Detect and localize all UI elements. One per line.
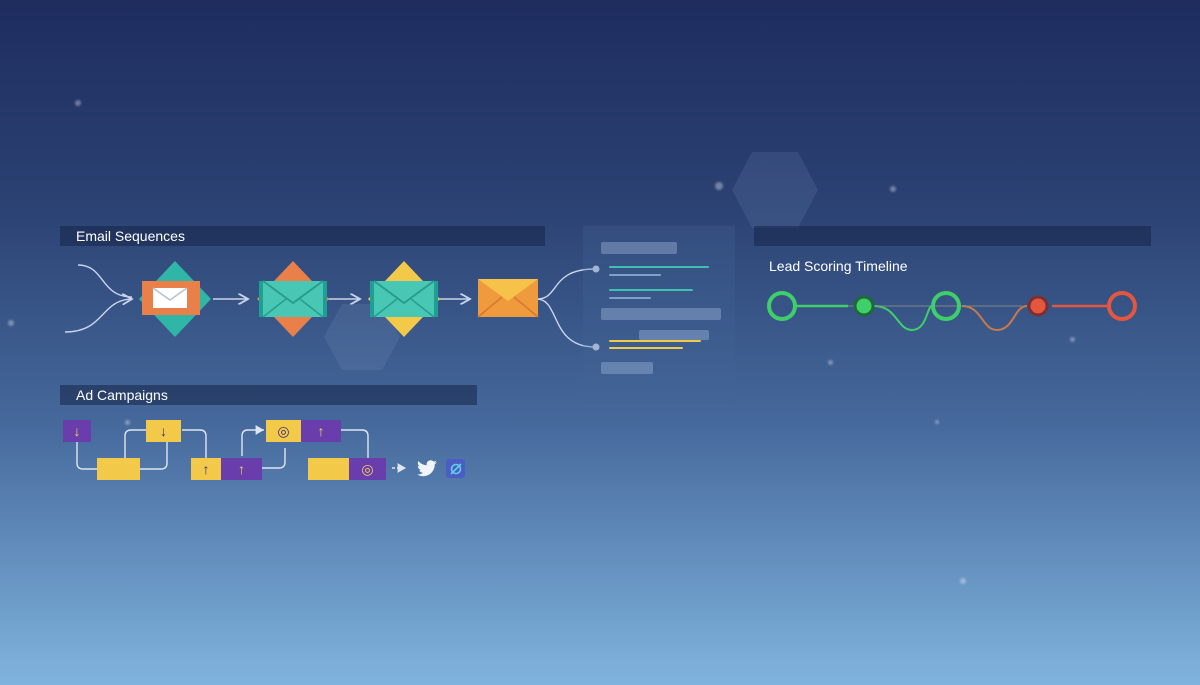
target-icon: ◎ bbox=[361, 460, 374, 477]
down-arrow-icon: ↓ bbox=[160, 423, 167, 439]
ad-step-target: ◎ bbox=[266, 420, 301, 442]
preview-line bbox=[601, 362, 653, 374]
preview-line bbox=[609, 347, 683, 349]
sparkle bbox=[715, 182, 723, 190]
ad-campaign-connectors bbox=[76, 425, 406, 473]
email-sequences-header: Email Sequences bbox=[60, 226, 545, 246]
lead-scoring-title: Lead Scoring Timeline bbox=[769, 258, 908, 274]
up-arrow-icon: ↑ bbox=[238, 461, 245, 477]
sparkle bbox=[935, 420, 939, 424]
sparkle bbox=[8, 320, 14, 326]
ad-step-up: ↑ bbox=[191, 458, 221, 480]
email-sequence-flow bbox=[64, 264, 600, 351]
preview-line bbox=[639, 330, 709, 340]
lead-stage-marker bbox=[767, 291, 797, 321]
lead-scoring-timeline bbox=[767, 291, 1137, 332]
ad-campaigns-header: Ad Campaigns bbox=[60, 385, 477, 405]
envelope-icon bbox=[477, 279, 539, 318]
sparkle bbox=[1070, 337, 1075, 342]
ad-step-block bbox=[308, 458, 349, 480]
email-node-1 bbox=[139, 261, 211, 337]
sparkle bbox=[125, 420, 130, 425]
sparkle bbox=[828, 360, 833, 365]
sparkle bbox=[890, 186, 896, 192]
sparkle bbox=[75, 100, 81, 106]
ad-step-up: ↑ bbox=[221, 458, 262, 480]
envelope-icon bbox=[152, 287, 188, 308]
hexagon-decoration bbox=[324, 304, 400, 370]
up-arrow-icon: ↑ bbox=[202, 461, 210, 477]
hexagon-decoration bbox=[732, 152, 818, 228]
link-icon bbox=[446, 459, 465, 478]
email-node-3 bbox=[368, 261, 440, 337]
ad-step-block bbox=[97, 458, 140, 480]
lead-scoring-header-bar bbox=[754, 226, 1151, 246]
twitter-icon bbox=[416, 458, 438, 480]
sparkle bbox=[960, 578, 966, 584]
envelope-icon bbox=[262, 280, 324, 318]
envelope-icon bbox=[373, 280, 435, 318]
preview-line bbox=[609, 266, 709, 268]
preview-line bbox=[601, 308, 721, 320]
up-arrow-icon: ↑ bbox=[317, 423, 325, 439]
target-icon: ◎ bbox=[277, 422, 290, 439]
document-preview-panel bbox=[583, 226, 735, 404]
ad-campaigns-title: Ad Campaigns bbox=[76, 387, 168, 403]
lead-stage-marker bbox=[1107, 291, 1137, 321]
email-sequences-title: Email Sequences bbox=[76, 228, 185, 244]
email-node-4 bbox=[477, 279, 539, 318]
preview-line bbox=[609, 274, 661, 276]
email-node-2 bbox=[257, 261, 329, 337]
ad-step-down: ↓ bbox=[146, 420, 181, 442]
preview-line bbox=[601, 242, 677, 254]
lead-stage-marker bbox=[853, 295, 875, 317]
preview-line bbox=[609, 289, 693, 291]
ad-step-down: ↓ bbox=[63, 420, 91, 442]
ad-step-target: ◎ bbox=[349, 458, 386, 480]
preview-line bbox=[609, 297, 651, 299]
lead-stage-marker bbox=[1027, 295, 1049, 317]
preview-line bbox=[609, 340, 701, 342]
lead-stage-marker bbox=[931, 291, 961, 321]
ad-step-up: ↑ bbox=[301, 420, 341, 442]
down-arrow-icon: ↓ bbox=[73, 423, 81, 439]
